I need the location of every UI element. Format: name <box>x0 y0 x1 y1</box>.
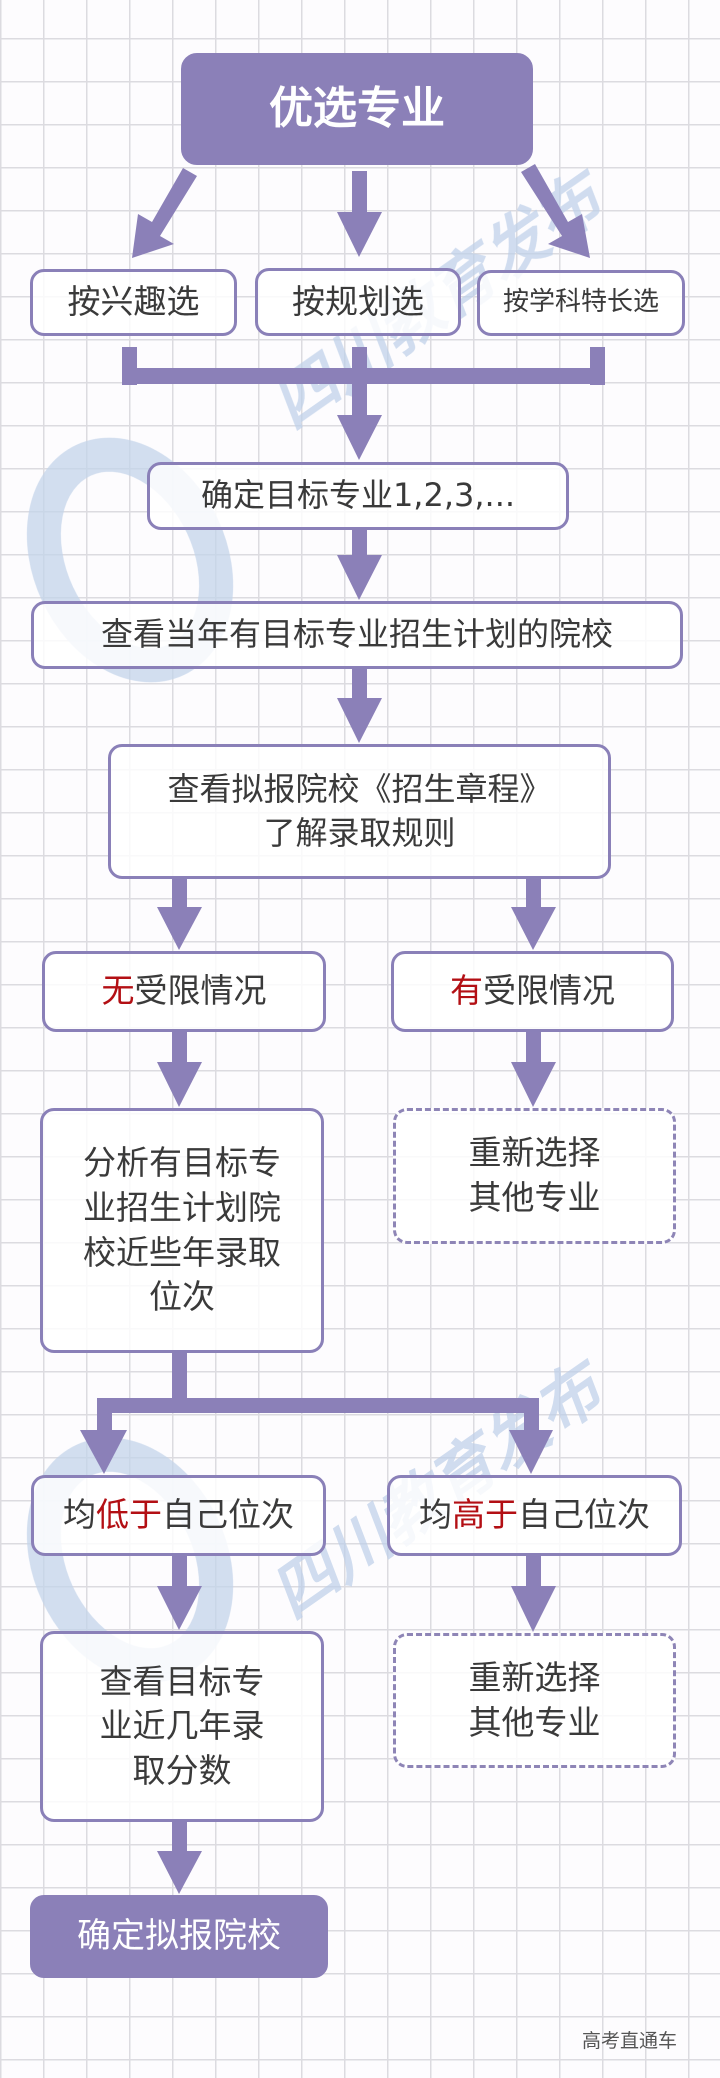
node-check-charter: 查看拟报院校《招生章程》 了解录取规则 <box>108 744 611 879</box>
node-check-scores-line: 查看目标专 <box>99 1661 265 1701</box>
node-has-restriction: 有受限情况 <box>391 951 674 1032</box>
node-reselect-major-2: 重新选择 其他专业 <box>393 1633 676 1768</box>
node-check-scores-line: 取分数 <box>132 1750 232 1790</box>
node-check-charter-line1: 查看拟报院校《招生章程》 <box>167 770 552 809</box>
node-reselect-line: 重新选择 <box>468 1657 601 1697</box>
node-start: 优选专业 <box>181 53 533 165</box>
node-final-label: 确定拟报院校 <box>77 1915 281 1956</box>
node-analyze-line: 业招生计划院 <box>83 1187 281 1227</box>
label-prefix: 均 <box>63 1495 96 1535</box>
arrow-down-left-icon <box>132 168 197 258</box>
node-check-schools: 查看当年有目标专业招生计划的院校 <box>31 601 683 669</box>
node-by-plan: 按规划选 <box>255 268 461 336</box>
node-analyze-ranks: 分析有目标专 业招生计划院 校近些年录取 位次 <box>40 1108 324 1353</box>
node-reselect-major-1: 重新选择 其他专业 <box>393 1108 676 1244</box>
label-rest: 自己位次 <box>518 1495 650 1535</box>
node-by-subject-strength-label: 按学科特长选 <box>502 287 659 318</box>
node-target-majors-label: 确定目标专业1,2,3,... <box>200 476 516 515</box>
label-rest: 受限情况 <box>134 971 267 1011</box>
node-by-subject-strength: 按学科特长选 <box>477 270 685 336</box>
node-analyze-line: 位次 <box>149 1277 215 1317</box>
node-no-restriction: 无受限情况 <box>42 951 326 1032</box>
node-all-lower-rank: 均低于自己位次 <box>31 1475 326 1556</box>
node-reselect-line: 其他专业 <box>468 1702 601 1742</box>
node-by-interest: 按兴趣选 <box>30 269 237 336</box>
highlight-lower: 低于 <box>96 1495 162 1535</box>
node-reselect-line: 其他专业 <box>468 1178 601 1217</box>
node-by-plan-label: 按规划选 <box>292 281 424 321</box>
node-analyze-line: 校近些年录取 <box>83 1232 281 1272</box>
node-no-restriction-label: 无受限情况 <box>102 969 267 1014</box>
highlight-no: 无 <box>101 971 135 1011</box>
node-target-majors: 确定目标专业1,2,3,... <box>147 462 569 530</box>
node-analyze-line: 分析有目标专 <box>83 1143 281 1183</box>
highlight-higher: 高于 <box>452 1495 518 1535</box>
node-check-charter-line2: 了解录取规则 <box>263 813 456 852</box>
node-reselect-line: 重新选择 <box>468 1133 601 1173</box>
node-all-lower-label: 均低于自己位次 <box>63 1493 294 1538</box>
node-check-scores-line: 业近几年录 <box>99 1706 265 1746</box>
arrow-down-right-icon <box>521 164 590 258</box>
node-by-interest-label: 按兴趣选 <box>67 282 200 322</box>
label-rest: 自己位次 <box>162 1495 294 1535</box>
node-start-label: 优选专业 <box>269 83 445 135</box>
node-final-decision: 确定拟报院校 <box>30 1895 328 1978</box>
node-all-higher-label: 均高于自己位次 <box>419 1493 650 1538</box>
node-all-higher-rank: 均高于自己位次 <box>387 1475 682 1556</box>
label-rest: 受限情况 <box>483 971 615 1011</box>
arrow-down-icon <box>337 171 382 257</box>
highlight-yes: 有 <box>450 971 483 1011</box>
label-prefix: 均 <box>419 1495 452 1535</box>
node-check-scores: 查看目标专 业近几年录 取分数 <box>40 1631 324 1822</box>
node-check-schools-label: 查看当年有目标专业招生计划的院校 <box>100 615 613 654</box>
source-watermark: 高考直通车 <box>582 2030 678 2052</box>
node-has-restriction-label: 有受限情况 <box>450 969 615 1014</box>
